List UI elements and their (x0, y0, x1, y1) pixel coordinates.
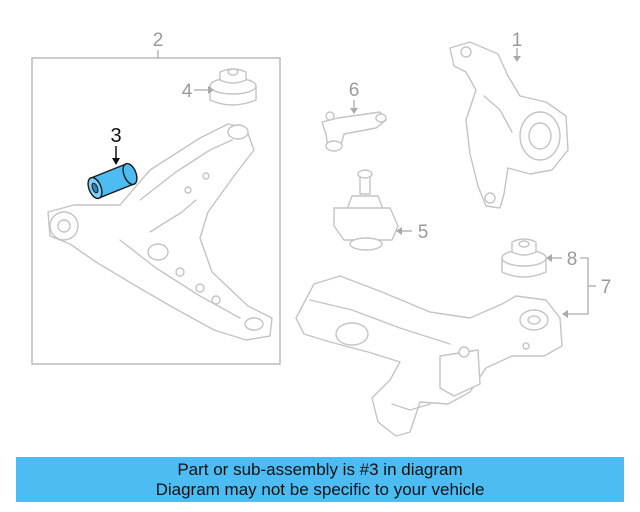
callout-8: 8 (567, 249, 578, 270)
lower-control-arm (47, 123, 273, 341)
callout-4-arrow (208, 86, 214, 94)
callout-7-arrow (562, 310, 568, 318)
assembly-2-frame (31, 57, 281, 365)
control-arm-assembly-7 (295, 275, 563, 437)
callout-7: 7 (601, 277, 612, 298)
ball-joint-5 (333, 169, 399, 251)
callout-4: 4 (182, 81, 193, 102)
callout-3: 3 (110, 125, 121, 147)
callout-5-arrow (396, 227, 402, 235)
callout-1-arrow (513, 56, 521, 62)
rubber-mount-8 (501, 238, 547, 278)
banner-line-disclaimer: Diagram may not be specific to your vehi… (155, 479, 485, 499)
callout-3-arrow (112, 158, 120, 165)
info-banner: Part or sub-assembly is #3 in diagram Di… (16, 457, 624, 502)
callout-2: 2 (153, 30, 164, 51)
bushing-3-highlighted (87, 162, 138, 200)
callout-8-arrow (546, 254, 552, 262)
banner-line-part: Part or sub-assembly is #3 in diagram (177, 459, 463, 479)
parts-diagram: 2 4 3 (31, 30, 612, 437)
steering-knuckle-1 (449, 41, 569, 209)
link-bracket-6 (321, 111, 387, 152)
callout-6: 6 (349, 80, 360, 101)
rubber-mount-4 (209, 68, 257, 106)
callout-6-arrow (350, 108, 358, 114)
callout-5: 5 (418, 222, 429, 243)
callout-1: 1 (512, 30, 523, 51)
